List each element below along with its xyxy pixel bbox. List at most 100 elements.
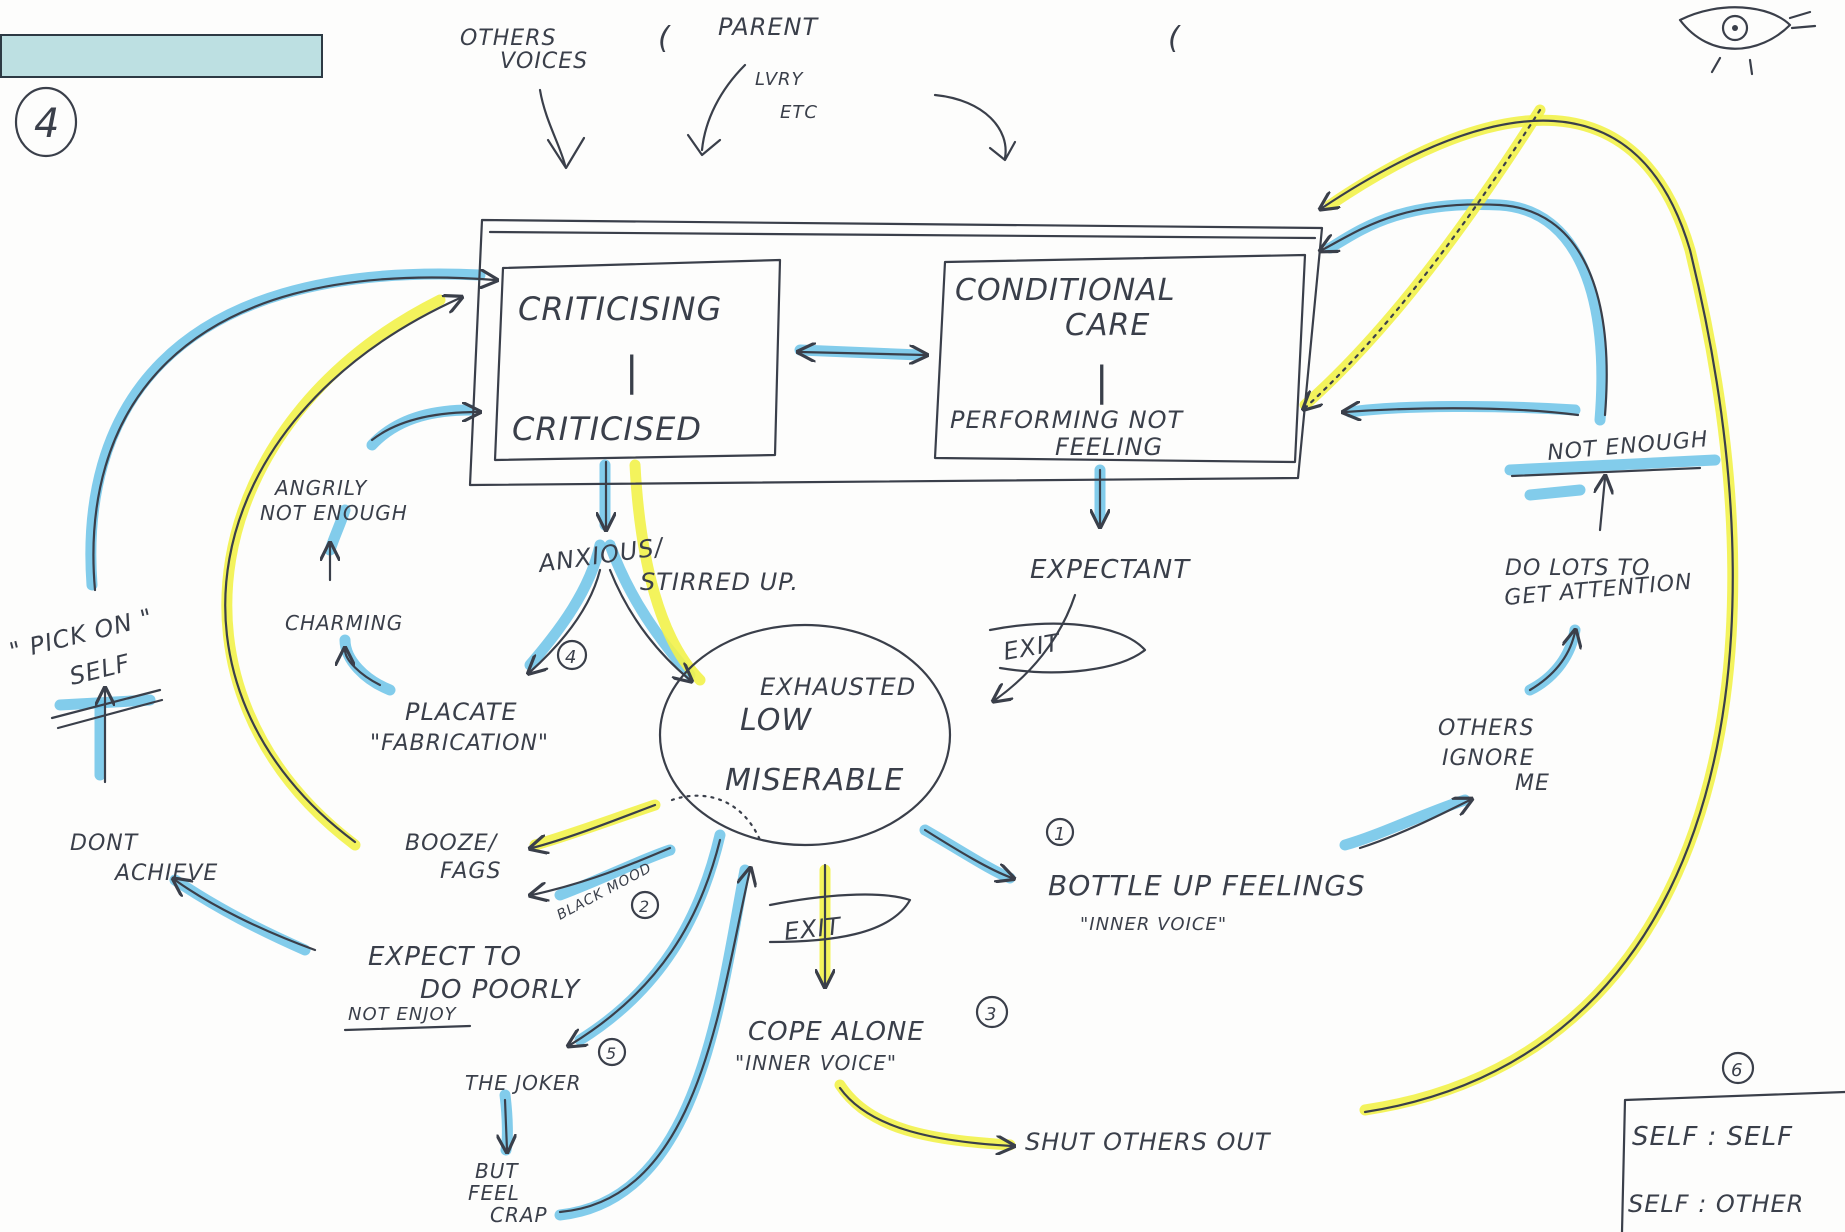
arrow-voices xyxy=(538,88,567,167)
legend-lines xyxy=(1620,1090,1845,1232)
arrow-booze-to-criticising xyxy=(224,298,460,844)
header-annotations: 4 OTHERS VOICES ( PARENT LVRY ETC ( xyxy=(14,6,1817,170)
self-other-label: SELF : OTHER xyxy=(1628,1190,1804,1218)
bottle-up-label: BOTTLE UP FEELINGS xyxy=(1048,869,1366,902)
exit-label-1: EXIT xyxy=(1001,628,1064,666)
fabrication-label: "FABRICATION" xyxy=(370,731,549,756)
arrowhead-parent xyxy=(686,133,722,157)
exit-arrow-1 xyxy=(988,622,1147,674)
num4-middle: 4 xyxy=(565,647,577,668)
top-boxes: CRITICISING | CRITICISED CONDITIONAL CAR… xyxy=(468,218,1324,487)
arrow-cope-to-shut-out xyxy=(838,1086,1012,1146)
do-poorly-label: DO POORLY xyxy=(420,975,581,1005)
eye-icon xyxy=(1678,6,1817,76)
arrow-pick-on-to-criticising xyxy=(92,277,495,592)
arrow-core-to-booze xyxy=(532,803,657,848)
core-dotted-arc xyxy=(670,794,762,842)
redaction-box xyxy=(0,34,323,78)
shut-out-label: SHUT OTHERS OUT xyxy=(1025,1128,1272,1156)
criticising-label: CRITICISING xyxy=(518,290,722,328)
circle-num4 xyxy=(556,639,588,671)
core-state-ellipse xyxy=(658,623,952,847)
arrow-expect-to-dont-achieve xyxy=(175,880,317,952)
feel-label: FEEL xyxy=(468,1181,520,1205)
arrow-others-ignore-up xyxy=(1528,632,1575,692)
circle-num3 xyxy=(975,995,1009,1029)
arrow-feel-crap-to-core xyxy=(558,870,750,1214)
arrow-not-enough-to-box xyxy=(1322,203,1608,417)
arrow-parent xyxy=(700,63,747,152)
lvry-label: LVRY xyxy=(755,69,805,90)
miserable-label: MISERABLE xyxy=(725,763,904,798)
expectant-label: EXPECTANT xyxy=(1030,555,1191,585)
fags-label: FAGS xyxy=(440,859,501,884)
parent-label: PARENT xyxy=(718,13,819,41)
pick-on-label: " PICK ON " xyxy=(7,603,156,666)
achieve-label: ACHIEVE xyxy=(113,861,218,886)
num3-label: 3 xyxy=(985,1004,997,1025)
circle-4 xyxy=(14,86,78,158)
expect-to-label: EXPECT TO xyxy=(368,942,522,972)
others-voices-1: OTHERS xyxy=(460,26,556,51)
low-label: LOW xyxy=(740,703,812,738)
ignore-label: IGNORE xyxy=(1442,746,1535,771)
self-left-label: SELF xyxy=(67,649,134,691)
arrow-dotted-loop xyxy=(1305,108,1542,408)
do-lots-label: DO LOTS TO xyxy=(1505,556,1650,581)
arrow-core-to-joker xyxy=(570,838,722,1045)
arrow-to-placate xyxy=(530,568,602,672)
arrow-to-core xyxy=(608,568,690,680)
circle-num6 xyxy=(1721,1051,1755,1085)
arrow-bottle-up-to-others xyxy=(1358,800,1470,850)
number-4: 4 xyxy=(34,101,60,147)
num6-label: 6 xyxy=(1731,1060,1743,1081)
conditional-care-box xyxy=(933,253,1307,464)
care-divider: | xyxy=(1095,359,1109,405)
outer-box-double xyxy=(488,230,1317,240)
num2-label: 2 xyxy=(639,897,650,916)
crap-label: CRAP xyxy=(490,1203,548,1227)
paren-left: ( xyxy=(658,21,671,56)
performing-label: PERFORMING NOT xyxy=(950,406,1184,434)
exit-arrow-2 xyxy=(768,893,912,944)
inner-voice-right-label: "INNER VOICE" xyxy=(1080,914,1227,935)
dont-label: DONT xyxy=(70,831,139,856)
arrow-joker-down xyxy=(505,1098,507,1150)
arrow-do-lots-up xyxy=(1600,478,1605,532)
feeling-label: FEELING xyxy=(1055,433,1163,461)
outer-box xyxy=(468,218,1324,487)
exit-label-2: EXIT xyxy=(783,912,844,946)
others-voices-2: VOICES xyxy=(500,49,588,74)
inner-voice-bottom-label: "INNER VOICE" xyxy=(735,1051,897,1075)
right-side: NOT ENOUGH DO LOTS TO GET ATTENTION OTHE… xyxy=(923,108,1734,1114)
joker-label: THE JOKER xyxy=(465,1071,582,1095)
not-enjoy-label: NOT ENJOY xyxy=(348,1004,458,1025)
self-self-label: SELF : SELF xyxy=(1632,1122,1793,1152)
arrowhead-voices xyxy=(546,136,586,170)
conditional-label: CONDITIONAL xyxy=(955,273,1175,308)
exhausted-label: EXHAUSTED xyxy=(760,673,916,701)
etc-label: ETC xyxy=(780,102,818,123)
stirred-up-label: STIRRED UP. xyxy=(640,568,799,596)
angrily-label: ANGRILY xyxy=(273,476,368,500)
booze-label: BOOZE/ xyxy=(405,831,499,856)
criticised-label: CRITICISED xyxy=(512,410,702,448)
arrow-core-to-bottle-up xyxy=(923,828,1012,878)
arrow-right-header xyxy=(933,93,1007,160)
not-enjoy-underline xyxy=(343,1024,472,1032)
arrow-not-enough-to-box-2 xyxy=(1345,408,1580,415)
care-label: CARE xyxy=(1065,308,1150,343)
arrow-expectant-to-core xyxy=(995,593,1077,700)
num5-label: 5 xyxy=(606,1044,617,1063)
others-label: OTHERS xyxy=(1438,716,1534,741)
paren-right: ( xyxy=(1168,21,1181,56)
double-arrow-boxes xyxy=(800,352,925,355)
arrowhead-right-header xyxy=(988,140,1017,162)
arrow-angrily xyxy=(370,412,478,442)
circle-num5 xyxy=(597,1037,627,1067)
criticising-divider: | xyxy=(625,349,639,395)
legend: 6 SELF : SELF SELF : OTHER xyxy=(1620,1051,1845,1232)
me-label: ME xyxy=(1515,771,1550,796)
middle: ANXIOUS/ STIRRED UP. 4 EXPECTANT EXIT EX… xyxy=(530,460,1191,847)
